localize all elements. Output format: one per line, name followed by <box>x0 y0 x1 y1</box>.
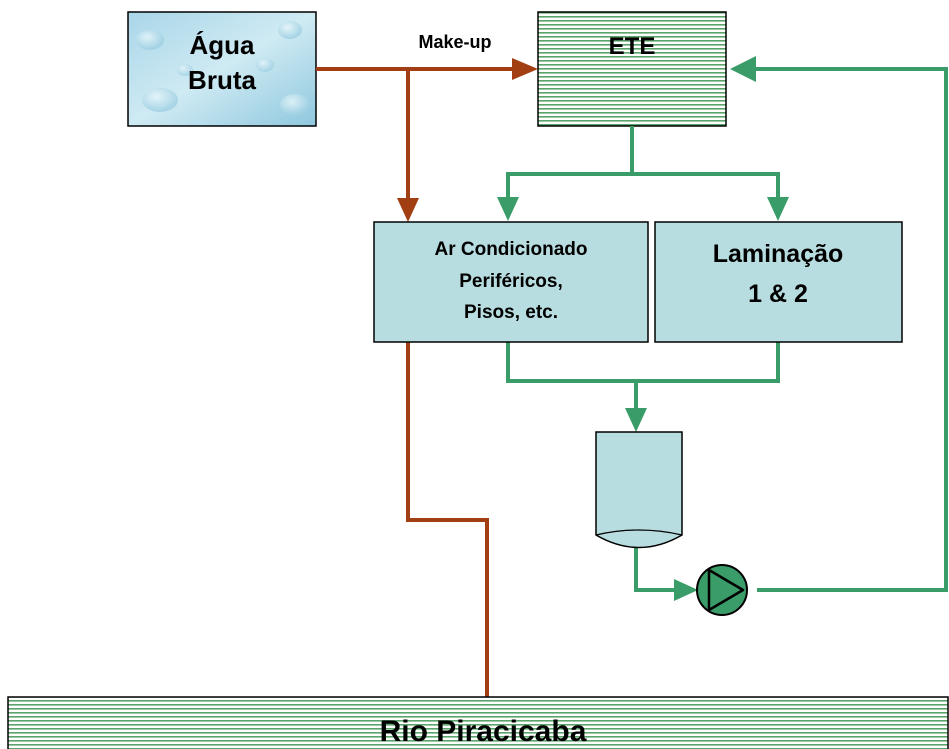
river-box: Rio Piracicaba <box>7 696 949 749</box>
raw-water-arrowheads <box>397 58 538 749</box>
ac-label-line2: Periféricos, <box>459 271 563 292</box>
lamination-label-line2: 1 & 2 <box>748 280 808 308</box>
arrow-to-tank <box>625 408 647 432</box>
arrow-to-ac <box>397 198 419 222</box>
recycle-lines <box>506 67 948 592</box>
lamination-label-line1: Laminação <box>713 240 844 268</box>
pump-icon <box>696 564 748 616</box>
arrow-to-lamination <box>767 197 789 221</box>
river-label: Rio Piracicaba <box>380 715 587 748</box>
ete-box: ETE <box>537 11 727 127</box>
ac-label-line1: Ar Condicionado <box>434 239 587 260</box>
ac-box: Ar Condicionado Periféricos, Pisos, etc. <box>373 221 649 343</box>
recycle-arrowheads <box>497 56 789 601</box>
arrow-to-ete <box>512 58 538 80</box>
raw-water-label-line2: Bruta <box>188 65 256 95</box>
arrow-to-ac-green <box>497 197 519 221</box>
lamination-box: Laminação 1 & 2 <box>654 221 903 343</box>
tank-icon <box>595 431 683 549</box>
ete-label: ETE <box>609 33 656 60</box>
arrow-return-to-ete <box>730 56 756 82</box>
arrow-to-pump <box>674 579 698 601</box>
ac-label-line3: Pisos, etc. <box>464 302 558 323</box>
raw-water-lines <box>316 67 512 728</box>
raw-water-box: Água Bruta <box>127 11 317 127</box>
makeup-label: Make-up <box>418 32 491 52</box>
raw-water-label-line1: Água <box>190 30 256 60</box>
